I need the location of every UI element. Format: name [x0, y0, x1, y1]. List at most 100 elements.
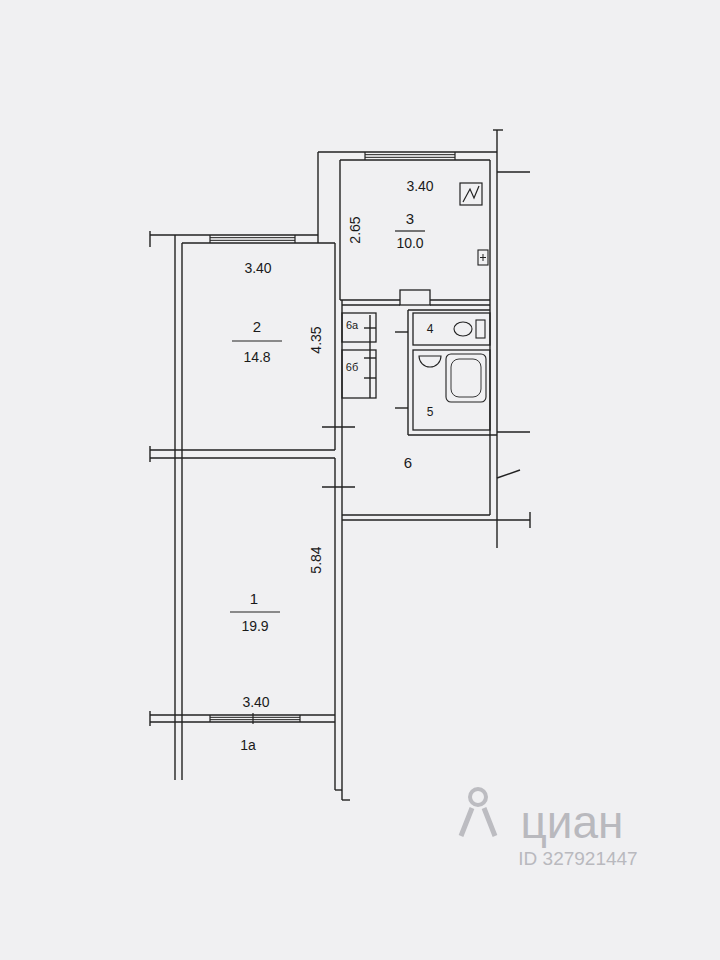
area-divider	[230, 611, 280, 612]
wall-line	[395, 331, 408, 332]
wall-line	[339, 160, 340, 300]
room-outline	[413, 313, 490, 345]
wall-line	[340, 159, 490, 160]
room-number: 6б	[346, 362, 358, 373]
wash-basin	[419, 356, 441, 367]
wall-line	[150, 457, 335, 458]
wall-line	[395, 407, 408, 408]
wall-line	[364, 377, 376, 378]
room-number: 2	[253, 319, 261, 334]
room-number: 4	[427, 323, 434, 335]
wall-line	[322, 426, 355, 427]
room-outlines	[342, 290, 490, 430]
wall-line	[364, 357, 376, 358]
wall-line	[317, 152, 318, 243]
wall-line	[150, 234, 318, 235]
wall-line	[493, 129, 503, 130]
room-number: 1	[250, 591, 258, 606]
watermark: циан	[520, 799, 623, 845]
area-dividers	[230, 231, 425, 612]
wall-line	[408, 434, 497, 435]
stove-symbol	[460, 183, 482, 205]
window-pane	[210, 719, 300, 720]
watermark-id: ID 327921447	[518, 849, 637, 868]
wall-line	[150, 714, 335, 715]
wall-line	[149, 711, 150, 726]
fixtures	[419, 183, 488, 402]
window-symbol	[210, 715, 300, 722]
wall-line	[342, 799, 350, 800]
room-number: 6а	[346, 320, 358, 331]
toilet-bowl	[454, 322, 472, 336]
wall-line	[364, 327, 376, 328]
wall-line	[181, 243, 182, 780]
wall-line	[318, 151, 497, 152]
wall-line	[334, 243, 335, 450]
wall-line	[497, 470, 520, 478]
wall-line	[497, 171, 530, 172]
room-area: 4	[413, 313, 490, 345]
wall-line	[334, 458, 335, 790]
wall-line	[340, 299, 400, 300]
stove-zigzag	[463, 186, 479, 202]
windows	[210, 152, 455, 724]
logo-legs	[461, 808, 495, 836]
bathtub-inner	[451, 359, 481, 397]
wall-line	[497, 431, 530, 432]
room-area: 1а	[182, 722, 335, 772]
dimension-label: 4.35	[309, 326, 323, 353]
wall-line	[322, 486, 355, 487]
room-area-value: 10.0	[396, 236, 423, 250]
wall-line	[407, 310, 408, 435]
room-outline	[400, 290, 430, 305]
window-jamb	[454, 152, 455, 160]
window-pane	[210, 717, 300, 718]
dimension-label: 3.40	[244, 261, 271, 275]
dimension-label: 3.40	[242, 695, 269, 709]
window-symbol	[365, 152, 455, 160]
wall-line	[335, 789, 342, 790]
dimension-label: 5.84	[309, 546, 323, 573]
watermark-logo	[461, 789, 495, 836]
room-number: 1а	[240, 738, 256, 752]
wall-line	[342, 304, 400, 305]
wall-line	[150, 721, 335, 722]
area-divider	[395, 230, 425, 231]
window-jamb	[294, 235, 295, 243]
room-number: 3	[406, 211, 414, 226]
balcony-door	[252, 713, 253, 724]
wall-line	[150, 449, 335, 450]
wall-line	[342, 519, 530, 520]
toilet-tank	[476, 320, 485, 338]
window-pane	[365, 154, 455, 155]
wall-line	[430, 299, 490, 300]
wall-line	[430, 304, 490, 305]
room-area: 6б	[342, 350, 376, 398]
room-area-value: 19.9	[241, 619, 268, 633]
window-jamb	[364, 152, 365, 160]
room-area: 6	[342, 430, 490, 515]
room-number: 6	[404, 455, 412, 470]
wall-line	[174, 235, 175, 780]
window-pane	[210, 237, 295, 238]
wall-line	[496, 130, 497, 548]
window-pane	[210, 240, 295, 241]
room-area: 6а	[342, 313, 376, 342]
wall-line	[182, 242, 335, 243]
room-area: 119.9	[182, 458, 335, 715]
window-jamb	[209, 715, 210, 722]
area-divider	[232, 340, 282, 341]
sink-cross	[480, 254, 486, 261]
window-symbol	[210, 235, 295, 243]
room-outline	[342, 350, 376, 398]
room-area-value: 14.8	[243, 350, 270, 364]
wall-line	[408, 309, 490, 310]
room-outline	[413, 350, 490, 430]
window-jamb	[299, 715, 300, 722]
logo-ring	[470, 789, 486, 805]
wall-lines	[150, 130, 530, 800]
dimension-label: 2.65	[348, 216, 362, 243]
room-area: 5	[413, 350, 490, 430]
